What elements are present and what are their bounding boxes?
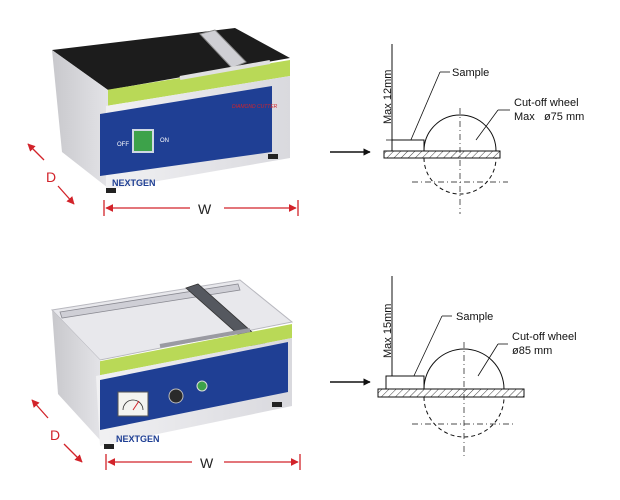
diagram-1-wheel-label-2: Max ø75 mm <box>514 111 584 123</box>
machine-1: OFF ON DIAMOND CUTTER NEXTGEN <box>52 28 290 193</box>
machine-2-scale-strip <box>96 324 292 376</box>
diagram-2-wheel-label-1: Cut-off wheel <box>512 331 577 343</box>
diagram-2-wheel-top <box>423 348 505 390</box>
machine-2-meter <box>117 391 149 417</box>
machine-2-speed-knob <box>168 388 184 404</box>
machine-2-meter-dial <box>122 399 144 411</box>
machine-2-depth-line-b <box>63 443 83 463</box>
machine-1-scale-strip <box>106 60 290 106</box>
machine-1-foot-left <box>106 188 116 193</box>
diagram-1-table <box>383 150 501 159</box>
machine-1-depth-line-a <box>27 143 45 161</box>
machine-2-meter-needle <box>132 400 140 411</box>
diagram-2-table <box>377 388 525 398</box>
diagram-1-wheel-bottom <box>423 157 497 195</box>
machine-2-start-button <box>196 380 208 392</box>
machine-1-feed-handle <box>199 29 247 69</box>
diagram-2-sample-label: Sample <box>456 311 493 323</box>
machine-1-switch-off: OFF <box>117 142 129 148</box>
machine-1-brand: NEXTGEN <box>112 178 156 188</box>
machine-2-depth-label: D <box>50 427 60 443</box>
diagram-2-sample-leader-diag <box>411 315 443 381</box>
diagram-1-sample-block <box>391 139 425 152</box>
diagram-2-sample-block <box>385 375 425 390</box>
cut-diagram-2: Max 15mm Sample Cut-off wheel ø85 mm <box>330 276 577 458</box>
machine-1-panel-label: DIAMOND CUTTER <box>232 104 278 110</box>
diagram-2-wheel-leader-diag <box>477 343 499 377</box>
machine-1-top-plate <box>52 28 290 90</box>
diagram-2-max-height: Max 15mm <box>382 304 394 358</box>
machine-2-depth-line-a <box>31 399 49 419</box>
machine-1-foot-right <box>268 154 278 159</box>
diagram-1-sample-label: Sample <box>452 67 489 79</box>
machine-1-power-switch <box>132 129 154 153</box>
diagram-1-sample-leader-diag <box>409 71 441 143</box>
diagram-1-max-height: Max 12mm <box>382 70 394 124</box>
diagram-1-wheel-top <box>423 114 497 152</box>
machine-1-dimensions: D W <box>27 143 299 217</box>
machine-2-cross-rail <box>159 328 251 348</box>
diagram-1-wheel-leader-diag <box>475 109 499 141</box>
machine-1-rail <box>179 60 271 80</box>
machine-2-brand: NEXTGEN <box>116 434 160 444</box>
machine-1-width-label: W <box>198 201 212 217</box>
machine-2-side-panel <box>52 310 100 440</box>
machine-1-switch-on: ON <box>160 138 169 144</box>
machine-2-foot-right <box>272 402 282 407</box>
cut-diagram-1: Max 12mm Sample Cut-off wheel Max ø75 mm <box>330 44 584 214</box>
machine-2-width-label: W <box>200 455 214 471</box>
machine-1-control-panel <box>100 86 272 176</box>
machine-1-side-panel <box>52 50 108 188</box>
machine-2-dimensions: D W <box>31 399 301 471</box>
diagram-2-wheel-label-2: ø85 mm <box>512 345 552 357</box>
machine-1-depth-line-b <box>57 185 75 205</box>
diagram-2-wheel-bottom <box>423 396 505 438</box>
machine-2: NEXTGEN <box>50 279 294 449</box>
machine-2-foot-left <box>104 444 114 449</box>
diagram-1-wheel-label-1: Cut-off wheel <box>514 97 579 109</box>
machine-1-depth-label: D <box>46 169 56 185</box>
